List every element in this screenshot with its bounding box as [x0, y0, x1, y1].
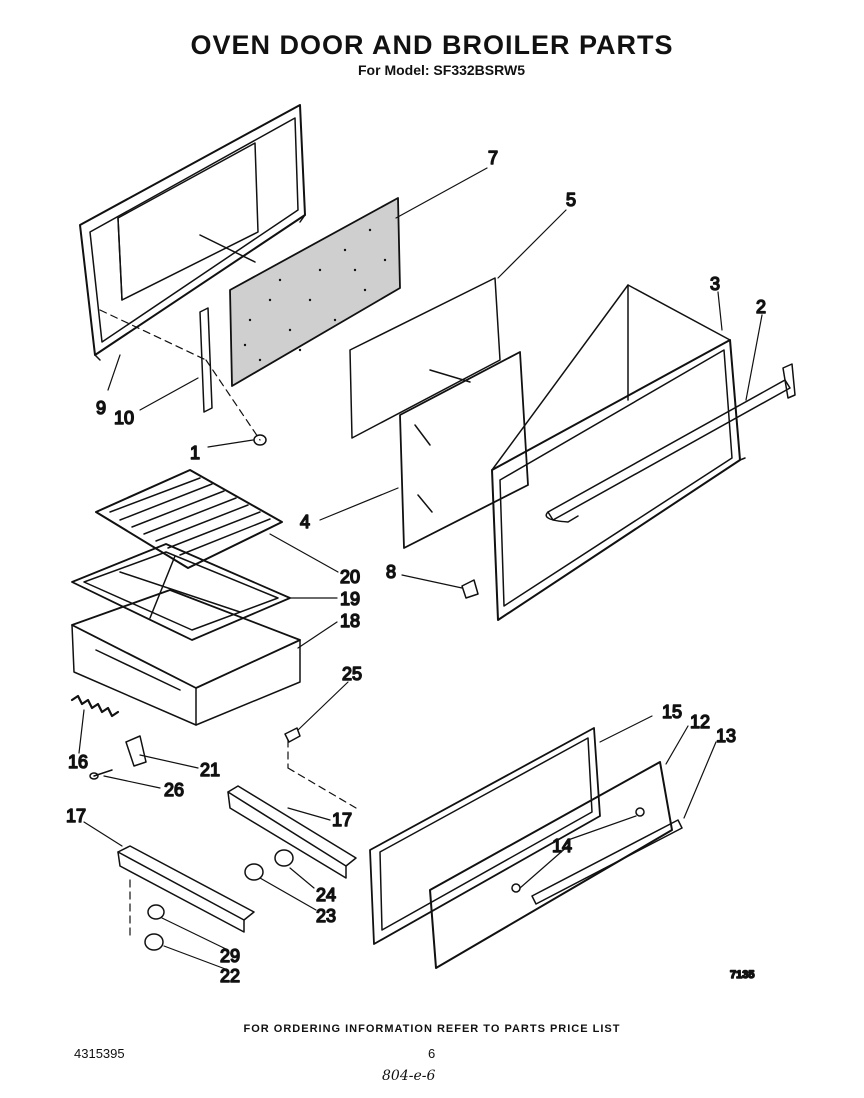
callout-17-lower: 17 — [66, 806, 86, 826]
door-handle — [545, 363, 796, 523]
callout-15: 15 — [662, 702, 682, 722]
broiler-clip — [284, 727, 301, 743]
door-hinge-channel — [199, 307, 213, 413]
broiler-roller — [244, 849, 294, 881]
door-clip — [461, 579, 479, 599]
outer-door-glass — [399, 351, 529, 549]
broiler-grid — [95, 469, 283, 569]
page-number: 6 — [428, 1046, 436, 1061]
ordering-note: FOR ORDERING INFORMATION REFER TO PARTS … — [243, 1023, 621, 1035]
document-number: 4315395 — [74, 1046, 125, 1061]
callout-12: 12 — [690, 712, 710, 732]
lower-broiler-rail — [117, 845, 255, 933]
callout-5: 5 — [566, 190, 576, 210]
callout-20: 20 — [340, 567, 360, 587]
door-insulation-pad — [229, 197, 401, 387]
model-subtitle: For Model: SF332BSRW5 — [358, 62, 525, 78]
callout-10: 10 — [114, 408, 134, 428]
callout-7: 7 — [488, 148, 498, 168]
outer-door-frame — [491, 284, 746, 621]
callout-16: 16 — [68, 752, 88, 772]
assembly-lines — [99, 309, 357, 941]
figure-number: 7135 — [730, 969, 754, 981]
lower-rail-roller — [144, 904, 165, 951]
drawer-liner-panel — [369, 727, 601, 945]
callout-3: 3 — [710, 274, 720, 294]
callout-26: 26 — [164, 780, 184, 800]
callout-4: 4 — [300, 512, 310, 532]
callout-9: 9 — [96, 398, 106, 418]
drawer-front-trim — [531, 819, 683, 905]
callout-29: 29 — [220, 946, 240, 966]
callout-1: 1 — [190, 443, 200, 463]
broiler-bracket — [125, 735, 147, 767]
callout-8: 8 — [386, 562, 396, 582]
inner-door-panel — [79, 104, 306, 361]
callout-19: 19 — [340, 589, 360, 609]
page-title: OVEN DOOR AND BROILER PARTS — [190, 30, 674, 60]
upper-broiler-rail — [227, 785, 357, 879]
broiler-screw — [89, 769, 113, 780]
broiler-pan — [71, 589, 301, 726]
callout-13: 13 — [716, 726, 736, 746]
callout-24: 24 — [316, 885, 336, 905]
leader-lines — [78, 167, 763, 971]
inner-door-glass — [349, 277, 501, 439]
callout-14: 14 — [552, 836, 572, 856]
drawer-front-panel — [429, 761, 673, 969]
broiler-spring — [70, 694, 120, 718]
door-screw — [253, 434, 267, 446]
callout-17-upper: 17 — [332, 810, 352, 830]
callout-18: 18 — [340, 611, 360, 631]
callout-23: 23 — [316, 906, 336, 926]
callout-25: 25 — [342, 664, 362, 684]
broiler-pan-insert — [71, 543, 291, 641]
callout-21: 21 — [200, 760, 220, 780]
handwritten-note: 804-e-6 — [382, 1068, 436, 1084]
callout-2: 2 — [756, 297, 766, 317]
callout-22: 22 — [220, 966, 240, 986]
